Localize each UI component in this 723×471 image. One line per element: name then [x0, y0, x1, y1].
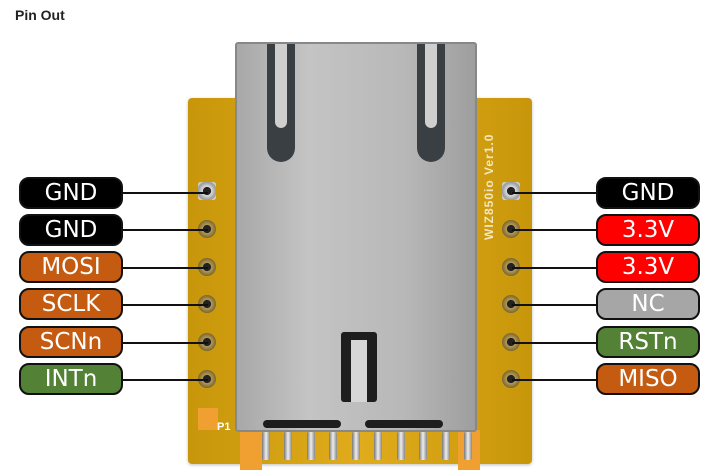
pin-hole	[198, 182, 216, 200]
connector-line	[512, 267, 598, 269]
pin-label-left-3: MOSI	[19, 251, 123, 283]
board-silkscreen: WIZ850io Ver1.0	[482, 133, 496, 240]
pin-hole	[502, 333, 520, 351]
p1-marker: P1	[217, 421, 231, 433]
led-slot-right	[417, 44, 445, 162]
pin-label-left-1: GND	[19, 177, 123, 209]
pin-hole	[502, 295, 520, 313]
pin-label-right-6: MISO	[596, 363, 700, 395]
page-title: Pin Out	[15, 7, 65, 23]
connector-line	[512, 342, 598, 344]
pin-hole	[502, 220, 520, 238]
solder-pad	[198, 408, 218, 430]
pin-hole	[502, 370, 520, 388]
pin-hole	[502, 258, 520, 276]
rj45-jack	[235, 42, 477, 432]
connector-line	[512, 379, 598, 381]
rj45-pins	[262, 432, 472, 462]
connector-line	[122, 229, 208, 231]
pin-hole	[502, 182, 520, 200]
pin-label-right-4: NC	[596, 288, 700, 320]
pin-label-right-2: 3.3V	[596, 214, 700, 246]
connector-line	[512, 229, 598, 231]
connector-line	[122, 304, 208, 306]
pin-label-left-6: INTn	[19, 363, 123, 395]
connector-line	[122, 192, 208, 194]
solder-pad	[240, 430, 262, 470]
connector-line	[512, 192, 598, 194]
pin-label-left-4: SCLK	[19, 288, 123, 320]
pin-label-right-1: GND	[596, 177, 700, 209]
connector-line	[512, 304, 598, 306]
led-slot-left	[267, 44, 295, 162]
pin-label-left-5: SCNn	[19, 326, 123, 358]
connector-line	[122, 379, 208, 381]
pin-label-right-5: RSTn	[596, 326, 700, 358]
pin-label-left-2: GND	[19, 214, 123, 246]
connector-line	[122, 267, 208, 269]
connector-line	[122, 342, 208, 344]
jack-tab	[341, 332, 377, 402]
pin-label-right-3: 3.3V	[596, 251, 700, 283]
